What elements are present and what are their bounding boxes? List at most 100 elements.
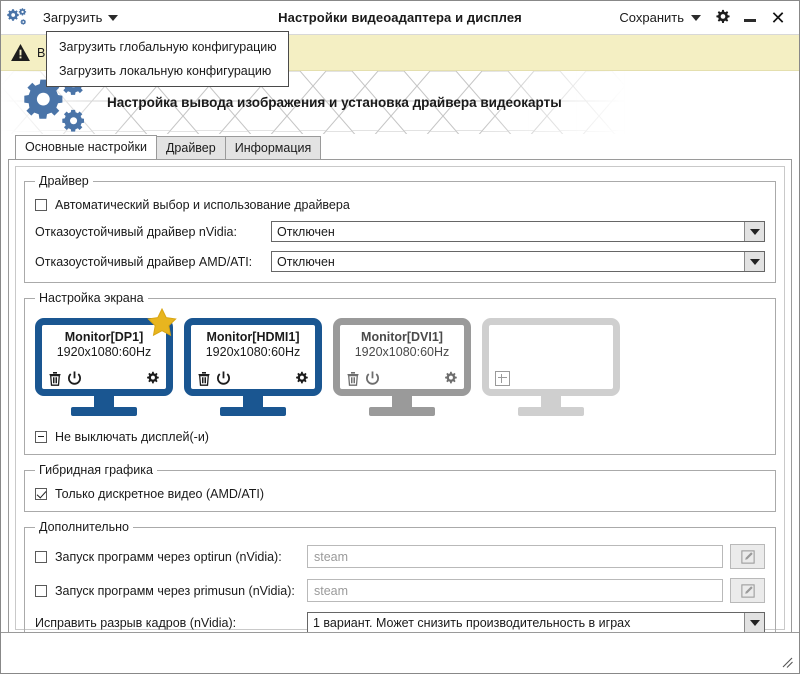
monitor-card-dp1[interactable]: Monitor[DP1] 1920x1080:60Hz (35, 308, 177, 416)
save-menu-label: Сохранить (619, 10, 684, 25)
warning-text: В (37, 45, 46, 60)
monitor-stand-base (518, 407, 584, 416)
driver-group-legend: Драйвер (39, 174, 89, 188)
nvidia-fallback-combo[interactable]: Отключен (271, 221, 765, 242)
monitor-actions (495, 371, 607, 386)
monitor-frame (482, 318, 620, 396)
power-icon[interactable] (216, 371, 231, 386)
pencil-icon (740, 583, 755, 598)
load-dropdown-menu: Загрузить глобальную конфигурацию Загруз… (46, 31, 289, 87)
close-button[interactable]: ✕ (765, 5, 791, 31)
monitor-card-dvi1[interactable]: Monitor[DVI1] 1920x1080:60Hz (333, 318, 471, 416)
minimize-icon (744, 19, 756, 22)
monitor-stand-neck (541, 396, 561, 407)
minimize-button[interactable] (737, 5, 763, 31)
nvidia-fallback-value: Отключен (277, 224, 335, 239)
primusrun-input[interactable]: steam (307, 579, 723, 602)
hybrid-graphics-group: Гибридная графика Только дискретное виде… (24, 463, 776, 512)
primusrun-checkbox[interactable] (35, 584, 47, 597)
gear-icon[interactable] (443, 371, 458, 386)
plus-icon[interactable] (495, 371, 510, 386)
discrete-only-row[interactable]: Только дискретное видео (AMD/ATI) (35, 487, 765, 501)
optirun-checkbox[interactable] (35, 550, 47, 563)
keep-display-on-label: Не выключать дисплей(-и) (55, 430, 209, 444)
monitor-name: Monitor[DP1] (64, 330, 144, 344)
banner-title: Настройка вывода изображения и установка… (107, 95, 562, 110)
tearfix-combo[interactable]: 1 вариант. Может снизить производительно… (307, 612, 765, 633)
monitor-list: Monitor[DP1] 1920x1080:60Hz (35, 308, 765, 416)
monitor-stand-neck (392, 396, 412, 407)
optirun-row: Запуск программ через optirun (nVidia): … (35, 544, 765, 569)
save-menu-button[interactable]: Сохранить (613, 7, 707, 28)
chevron-down-icon (691, 14, 701, 21)
discrete-only-label: Только дискретное видео (AMD/ATI) (55, 487, 265, 501)
tearfix-label: Исправить разрыв кадров (nVidia): (35, 615, 237, 630)
hybrid-graphics-legend: Гибридная графика (39, 463, 153, 477)
auto-driver-row[interactable]: Автоматический выбор и использование дра… (35, 198, 765, 212)
primusrun-edit-button[interactable] (730, 578, 765, 603)
menu-item-global-config[interactable]: Загрузить глобальную конфигурацию (59, 40, 277, 54)
monitor-actions (197, 371, 309, 386)
tab-main-settings[interactable]: Основные настройки (15, 135, 157, 159)
monitor-stand-base (220, 407, 286, 416)
chevron-down-icon[interactable] (744, 222, 764, 241)
chevron-down-icon[interactable] (744, 252, 764, 271)
monitor-card-hdmi1[interactable]: Monitor[HDMI1] 1920x1080:60Hz (184, 318, 322, 416)
screen-group-legend: Настройка экрана (39, 291, 144, 305)
optirun-edit-button[interactable] (730, 544, 765, 569)
monitor-actions (346, 371, 458, 386)
screen-group: Настройка экрана Monitor[DP1] 1920x1080:… (24, 291, 776, 455)
power-icon[interactable] (365, 371, 380, 386)
optirun-label: Запуск программ через optirun (nVidia): (55, 549, 282, 564)
gear-icon[interactable] (145, 371, 160, 386)
monitor-name: Monitor[HDMI1] (206, 330, 300, 344)
monitor-frame: Monitor[DVI1] 1920x1080:60Hz (333, 318, 471, 396)
monitor-frame: Monitor[DP1] 1920x1080:60Hz (35, 318, 173, 396)
auto-driver-label: Автоматический выбор и использование дра… (55, 198, 350, 212)
monitor-actions (48, 371, 160, 386)
primary-star-icon (147, 308, 177, 337)
warning-triangle-icon (11, 44, 30, 61)
trash-icon[interactable] (48, 371, 62, 386)
pencil-icon (740, 549, 755, 564)
close-icon: ✕ (770, 7, 786, 28)
driver-group: Драйвер Автоматический выбор и использов… (24, 174, 776, 283)
tab-driver[interactable]: Драйвер (155, 136, 226, 159)
load-menu-label: Загрузить (43, 10, 103, 25)
trash-icon[interactable] (197, 371, 211, 386)
optirun-input[interactable]: steam (307, 545, 723, 568)
tab-strip: Основные настройки Драйвер Информация (1, 134, 799, 159)
tearfix-row: Исправить разрыв кадров (nVidia): 1 вари… (35, 612, 765, 633)
settings-gear-button[interactable] (709, 5, 735, 31)
amd-fallback-label: Отказоустойчивый драйвер AMD/ATI: (35, 254, 253, 269)
monitor-card-add[interactable] (482, 318, 620, 416)
status-bar (1, 632, 799, 673)
trash-icon[interactable] (346, 371, 360, 386)
chevron-down-icon (108, 14, 119, 21)
monitor-stand-neck (243, 396, 263, 407)
load-menu-button[interactable]: Загрузить (35, 7, 126, 28)
monitor-resolution: 1920x1080:60Hz (205, 345, 301, 359)
monitor-frame: Monitor[HDMI1] 1920x1080:60Hz (184, 318, 322, 396)
menu-item-local-config[interactable]: Загрузить локальную конфигурацию (59, 64, 272, 78)
tab-panel: Драйвер Автоматический выбор и использов… (8, 159, 792, 644)
keep-display-on-checkbox[interactable] (35, 431, 47, 443)
auto-driver-checkbox[interactable] (35, 199, 47, 211)
chevron-down-icon[interactable] (744, 613, 764, 632)
monitor-stand-neck (94, 396, 114, 407)
resize-grip-icon[interactable] (780, 655, 794, 669)
gear-icon[interactable] (294, 371, 309, 386)
nvidia-fallback-row: Отказоустойчивый драйвер nVidia: Отключе… (35, 221, 765, 242)
primusrun-label: Запуск программ через primusun (nVidia): (55, 583, 295, 598)
tearfix-value: 1 вариант. Может снизить производительно… (313, 615, 631, 630)
power-icon[interactable] (67, 371, 82, 386)
keep-display-on-row[interactable]: Не выключать дисплей(-и) (35, 430, 765, 444)
tab-information[interactable]: Информация (224, 136, 322, 159)
monitor-stand-base (369, 407, 435, 416)
amd-fallback-combo[interactable]: Отключен (271, 251, 765, 272)
monitor-resolution: 1920x1080:60Hz (56, 345, 152, 359)
discrete-only-checkbox[interactable] (35, 488, 47, 500)
amd-fallback-value: Отключен (277, 254, 335, 269)
monitor-name: Monitor[DVI1] (361, 330, 443, 344)
